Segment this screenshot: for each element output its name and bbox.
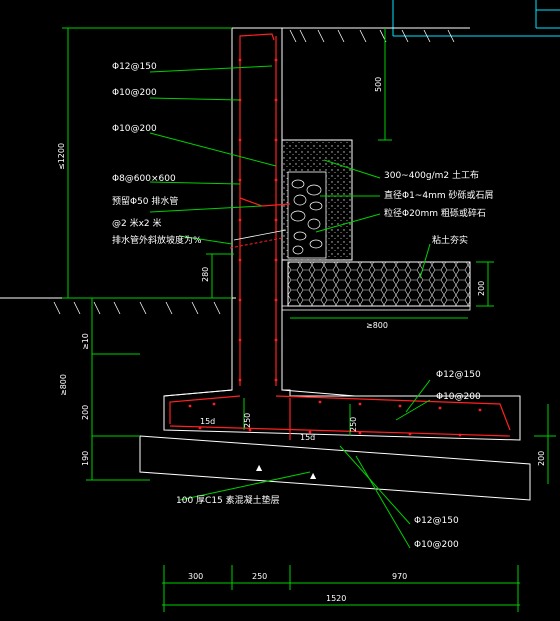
drainage-backfill (281, 139, 471, 311)
dim-heel-200: 200 (537, 451, 546, 466)
note-sand-gravel: 直径Φ1~4mm 砂砾或石屑 (384, 189, 493, 201)
dim-top-500: 500 (374, 77, 383, 92)
dim-total-height: ≤1200 (57, 143, 66, 170)
dimension-lines (62, 27, 556, 612)
note-15d-right: 15d (300, 433, 315, 442)
note-15d-left: 15d (200, 417, 215, 426)
dim-toe-thk-250: 250 (243, 413, 252, 428)
dim-heel-thk-250: 250 (349, 417, 358, 432)
label-heel-top-main: Φ12@150 (436, 370, 481, 380)
note-compacted-clay: 粘土夯实 (432, 234, 468, 246)
drawing-frame (392, 0, 560, 37)
dim-below-min: ≥10 (81, 333, 90, 350)
dim-base-depth: ≥800 (59, 374, 68, 396)
label-heel-top-dist: Φ10@200 (436, 392, 481, 402)
label-wall-inner: Φ10@200 (112, 88, 157, 98)
dim-b-970: 970 (392, 572, 407, 581)
dim-drain-280: 280 (201, 267, 210, 282)
label-wall-bottom: Φ8@600×600 (112, 174, 176, 184)
dim-b-250: 250 (252, 572, 267, 581)
note-cushion: 100 厚C15 素混凝土垫层 (176, 494, 280, 506)
label-top-horizontal: Φ12@150 (112, 62, 157, 72)
label-base-bottom-main: Φ12@150 (414, 516, 459, 526)
svg-text:▲: ▲ (310, 471, 317, 480)
note-drain-slope: 排水管外斜放坡度为% (112, 234, 202, 246)
label-base-bottom-dist: Φ10@200 (414, 540, 459, 550)
dim-b-total: 1520 (326, 594, 346, 603)
label-wall-outer: Φ10@200 (112, 124, 157, 134)
note-drain-pipe: 预留Φ50 排水管 (112, 195, 178, 207)
svg-text:▲: ▲ (256, 463, 263, 472)
dim-cushion-190: 190 (81, 451, 90, 466)
leader-lines (149, 65, 431, 549)
cushion-layer: ▲ ▲ (139, 435, 531, 501)
rebar-cage (169, 33, 511, 440)
wall-outline (163, 27, 521, 441)
dim-clay-width: ≥800 (366, 321, 388, 330)
dim-toe-200: 200 (81, 405, 90, 420)
note-drain-spacing: @2 米x2 米 (112, 217, 162, 229)
note-geotextile: 300~400g/m2 土工布 (384, 169, 479, 181)
note-coarse-gravel: 粒径Φ20mm 粗砾或碎石 (384, 207, 486, 219)
dim-b-300: 300 (188, 572, 203, 581)
dim-clay-200: 200 (477, 281, 486, 296)
